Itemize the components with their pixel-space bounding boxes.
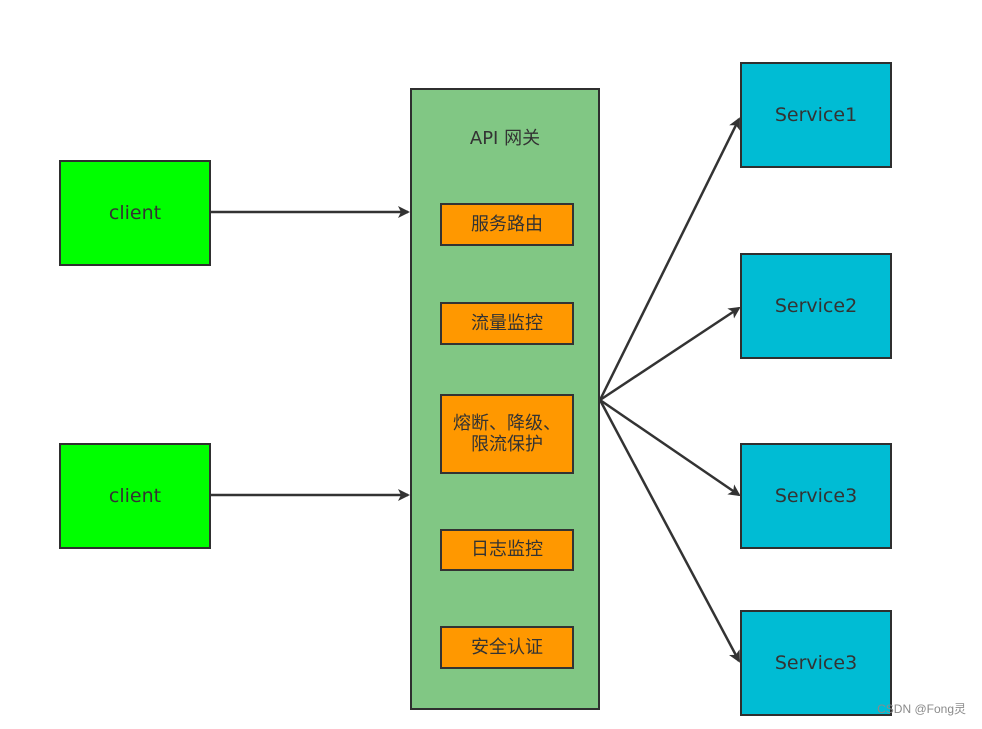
module-label-security-auth: 安全认证	[471, 636, 543, 658]
client-box-1: client	[59, 160, 211, 266]
watermark: CSDN @Fong灵	[877, 702, 966, 716]
service-label-3: Service3	[774, 484, 858, 507]
module-log-monitoring: 日志监控	[440, 529, 574, 571]
arrow-gateway-to-service-1	[598, 117, 741, 401]
service-label-4: Service3	[774, 651, 858, 674]
service-label-2: Service2	[774, 294, 858, 317]
service-box-1: Service1	[740, 62, 892, 168]
service-box-2: Service2	[740, 253, 892, 359]
service-box-4: Service3	[740, 610, 892, 716]
client-label-1: client	[108, 201, 162, 224]
arrow-gateway-to-service-2	[599, 306, 741, 402]
module-circuit-breaker-protection: 熔断、降级、限流保护	[440, 394, 574, 474]
client-label-2: client	[108, 484, 162, 507]
module-traffic-monitoring: 流量监控	[440, 302, 574, 345]
service-label-1: Service1	[774, 103, 858, 126]
module-service-routing: 服务路由	[440, 203, 574, 246]
arrow-gateway-to-service-3	[599, 398, 741, 497]
service-box-3: Service3	[740, 443, 892, 549]
module-label-circuit-breaker-protection: 熔断、降级、限流保护	[453, 412, 561, 455]
module-label-service-routing: 服务路由	[471, 213, 543, 235]
module-security-auth: 安全认证	[440, 626, 574, 669]
arrow-gateway-to-service-4	[598, 399, 741, 663]
client-box-2: client	[59, 443, 211, 549]
module-label-traffic-monitoring: 流量监控	[471, 312, 543, 334]
module-label-log-monitoring: 日志监控	[471, 539, 543, 561]
gateway-title: API 网关	[469, 128, 541, 149]
